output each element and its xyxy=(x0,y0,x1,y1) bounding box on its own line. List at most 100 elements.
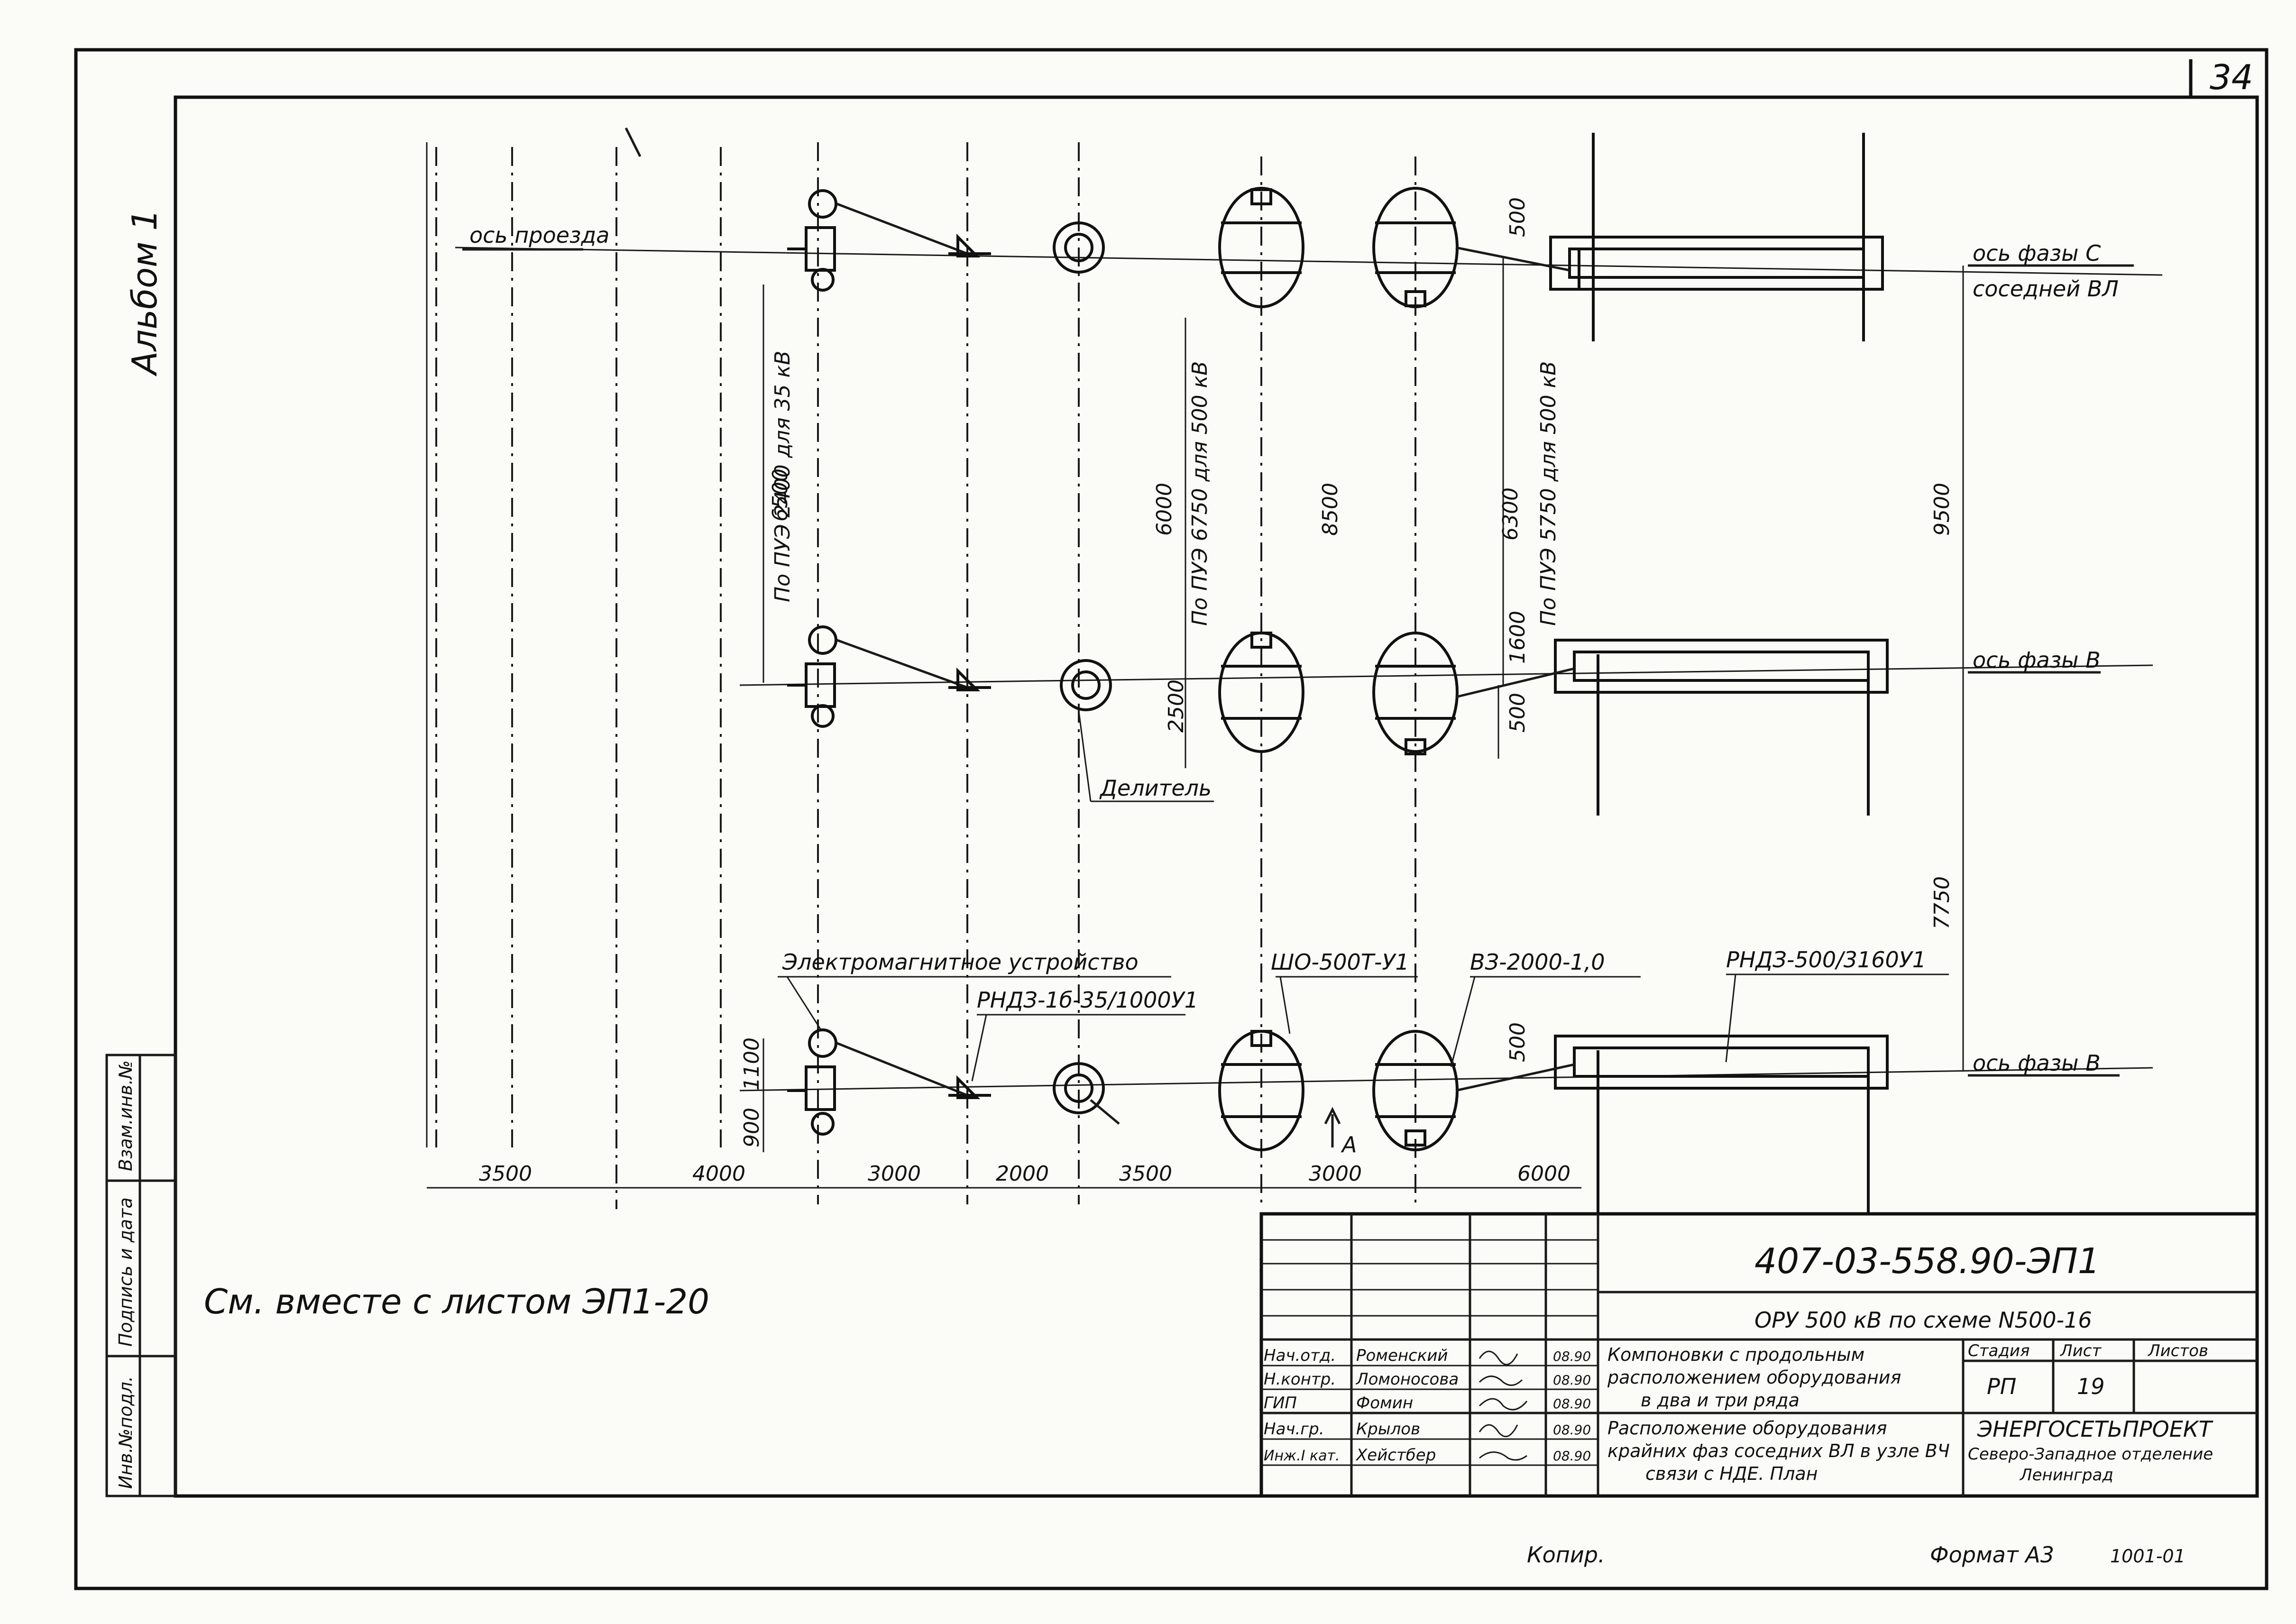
date-4: 08.90 xyxy=(1553,1448,1591,1464)
dim-b4: 3500 xyxy=(1119,1162,1172,1186)
dim-900: 900 xyxy=(740,1108,764,1147)
dim-b5: 3000 xyxy=(1309,1162,1362,1186)
stamp-inv-no: Инв.№подл. xyxy=(115,1376,136,1489)
electromagnetic-device xyxy=(787,189,837,292)
label-rnd-500: РНДЗ-500/3160У1 xyxy=(1726,947,1926,973)
signature-4 xyxy=(1479,1451,1527,1461)
dim-7750: 7750 xyxy=(1930,876,1954,929)
row-phase-b-low xyxy=(787,1028,1889,1214)
name-2: Фомин xyxy=(1356,1394,1413,1413)
rnd-35-switch xyxy=(948,1075,991,1099)
dim-9500: 9500 xyxy=(1930,483,1954,536)
org-branch: Северо-Западное отделение xyxy=(1968,1445,2213,1464)
signature-0 xyxy=(1479,1350,1518,1366)
label-phase-b-mid: ось фазы В xyxy=(1973,647,2101,673)
stamp-vzam: Взам.инв.№ xyxy=(115,1060,136,1171)
inner-frame xyxy=(174,95,2259,1498)
label-driveway: ось проезда xyxy=(469,222,609,248)
dim-pue-500: По ПУЭ 6750 для 500 кВ xyxy=(1188,361,1212,626)
role-1: Н.контр. xyxy=(1264,1370,1336,1389)
vertical-dimensions: 6500 По ПУЭ 2400 для 35 кВ 6000 По ПУЭ 6… xyxy=(740,197,1954,1147)
sheet-header: Лист xyxy=(2059,1341,2102,1360)
signature-1 xyxy=(1479,1376,1523,1386)
copy-label: Копир. xyxy=(1527,1542,1605,1568)
org-city: Ленинград xyxy=(2019,1466,2113,1485)
label-vz: ВЗ-2000-1,0 xyxy=(1470,949,1605,975)
bottom-dimensions: 3500 4000 3000 2000 3500 3000 6000 xyxy=(479,1162,1570,1186)
dimension-lines xyxy=(426,142,1964,1189)
dim-1600: 1600 xyxy=(1506,611,1530,664)
divider xyxy=(1060,659,1112,711)
side-stamp: Взам.инв.№ Подпись и дата Инв.№подл. xyxy=(105,1054,177,1497)
cross-reference-note: См. вместе с листом ЭП1-20 xyxy=(204,1282,709,1321)
dim-pue-500b: По ПУЭ 5750 для 500 кВ xyxy=(1536,361,1561,626)
name-1: Ломоносова xyxy=(1355,1370,1459,1389)
signature-2 xyxy=(1479,1398,1528,1411)
sheets-header: Листов xyxy=(2147,1341,2208,1360)
rnd-500-disconnector xyxy=(1554,639,1889,816)
dim-8500: 8500 xyxy=(1318,483,1342,536)
dim-b6: 6000 xyxy=(1517,1162,1570,1186)
column-axes xyxy=(435,127,1416,1209)
label-phase-b-low: ось фазы В xyxy=(1973,1050,2101,1076)
dim-pue-35: По ПУЭ 2400 для 35 кВ xyxy=(771,351,795,602)
dim-6500: 6500 xyxy=(768,468,792,522)
date-3: 08.90 xyxy=(1553,1422,1591,1438)
dim-500-top: 500 xyxy=(1506,197,1530,237)
equipment-callouts: Делитель Электромагнитное устройство РНД… xyxy=(778,711,1949,1157)
label-sho: ШО-500Т-У1 xyxy=(1271,949,1409,975)
electromagnetic-device xyxy=(787,1028,837,1136)
sheet-title-1: Расположение оборудования xyxy=(1607,1418,1887,1439)
date-1: 08.90 xyxy=(1553,1372,1591,1388)
stage-header: Стадия xyxy=(1968,1341,2030,1360)
title-block: 407-03-558.90-ЭП1 ОРУ 500 кВ по схеме N5… xyxy=(1259,1212,2259,1498)
row-phase-b-mid xyxy=(787,625,1889,816)
label-electromagnetic: Электромагнитное устройство xyxy=(782,949,1139,975)
label-phase-c: ось фазы С xyxy=(1973,240,2101,266)
role-3: Нач.гр. xyxy=(1264,1420,1324,1439)
role-2: ГИП xyxy=(1264,1394,1297,1413)
label-divider: Делитель xyxy=(1099,775,1212,801)
footer-code: 1001-01 xyxy=(2110,1546,2186,1567)
rnd-500-disconnector xyxy=(1554,1035,1889,1214)
album-label: Альбом 1 xyxy=(125,209,165,376)
stamp-sign-date: Подпись и дата xyxy=(115,1197,136,1347)
dim-500-mid: 500 xyxy=(1506,693,1530,733)
dim-b2: 3000 xyxy=(868,1162,921,1186)
row-phase-c xyxy=(787,133,1884,341)
label-phase-c-2: соседней ВЛ xyxy=(1973,276,2119,302)
divider xyxy=(1053,221,1105,274)
name-4: Хейстбер xyxy=(1355,1446,1436,1465)
name-0: Роменский xyxy=(1356,1346,1448,1365)
outer-frame xyxy=(74,48,2268,1590)
dim-1100: 1100 xyxy=(740,1037,764,1091)
name-3: Крылов xyxy=(1356,1420,1420,1439)
org-name: ЭНЕРГОСЕТЬПРОЕКТ xyxy=(1977,1416,2213,1442)
drawing-title-2: расположением оборудования xyxy=(1607,1367,1901,1388)
divider xyxy=(1053,1062,1105,1114)
project-title: ОРУ 500 кВ по схеме N500-16 xyxy=(1754,1307,2092,1333)
sheet-title-2: крайних фаз соседних ВЛ в узле ВЧ xyxy=(1607,1440,1950,1461)
drawing-title-3: в два и три ряда xyxy=(1641,1390,1800,1411)
sheet-value: 19 xyxy=(2077,1374,2105,1399)
dim-6300: 6300 xyxy=(1498,487,1523,541)
doc-code: 407-03-558.90-ЭП1 xyxy=(1754,1241,2100,1282)
dim-2500: 2500 xyxy=(1164,679,1188,733)
date-0: 08.90 xyxy=(1553,1349,1591,1364)
format-label: Формат А3 xyxy=(1930,1542,2054,1568)
electromagnetic-device xyxy=(787,625,837,728)
dim-b3: 2000 xyxy=(996,1162,1049,1186)
role-0: Нач.отд. xyxy=(1264,1346,1336,1365)
stage-value: РП xyxy=(1987,1374,2016,1399)
role-4: Инж.I кат. xyxy=(1264,1448,1340,1464)
sheet-number: 34 xyxy=(2210,57,2253,97)
drawing-title-1: Компоновки с продольным xyxy=(1607,1344,1864,1365)
vz-trap xyxy=(1372,632,1459,755)
signatories: Нач.отд. Роменский 08.90 Н.контр. Ломоно… xyxy=(1264,1346,1591,1465)
sho-reactor xyxy=(1218,632,1304,753)
dim-b0: 3500 xyxy=(479,1162,532,1186)
label-section-a: А xyxy=(1341,1132,1357,1157)
signature-3 xyxy=(1479,1424,1518,1437)
